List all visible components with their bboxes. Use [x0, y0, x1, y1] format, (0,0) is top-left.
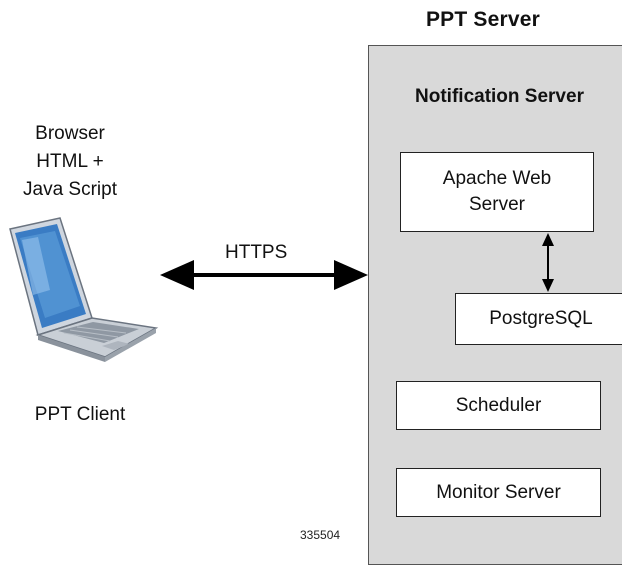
scheduler-label: Scheduler [455, 394, 542, 416]
ppt-server-title: PPT Server [425, 8, 541, 31]
db-double-arrow [542, 233, 554, 292]
figure-id: 335504 [300, 528, 341, 542]
apache-web-server-box: Apache Web Server [400, 152, 594, 232]
ppt-client-label: PPT Client [34, 404, 126, 425]
monitor-server-box: Monitor Server [396, 468, 601, 517]
notification-server-title: Notification Server [415, 86, 584, 107]
monitor-server-label: Monitor Server [436, 481, 561, 503]
https-label: HTTPS [225, 242, 288, 263]
postgresql-box: PostgreSQL [455, 293, 622, 345]
browser-description: Browser HTML + Java Script [23, 123, 117, 200]
postgresql-label: PostgreSQL [489, 308, 593, 330]
diagram-graphics [9, 217, 554, 362]
laptop-icon [9, 217, 159, 362]
apache-web-server-label: Apache Web Server [442, 168, 552, 215]
https-double-arrow [160, 260, 368, 290]
scheduler-box: Scheduler [396, 381, 601, 430]
